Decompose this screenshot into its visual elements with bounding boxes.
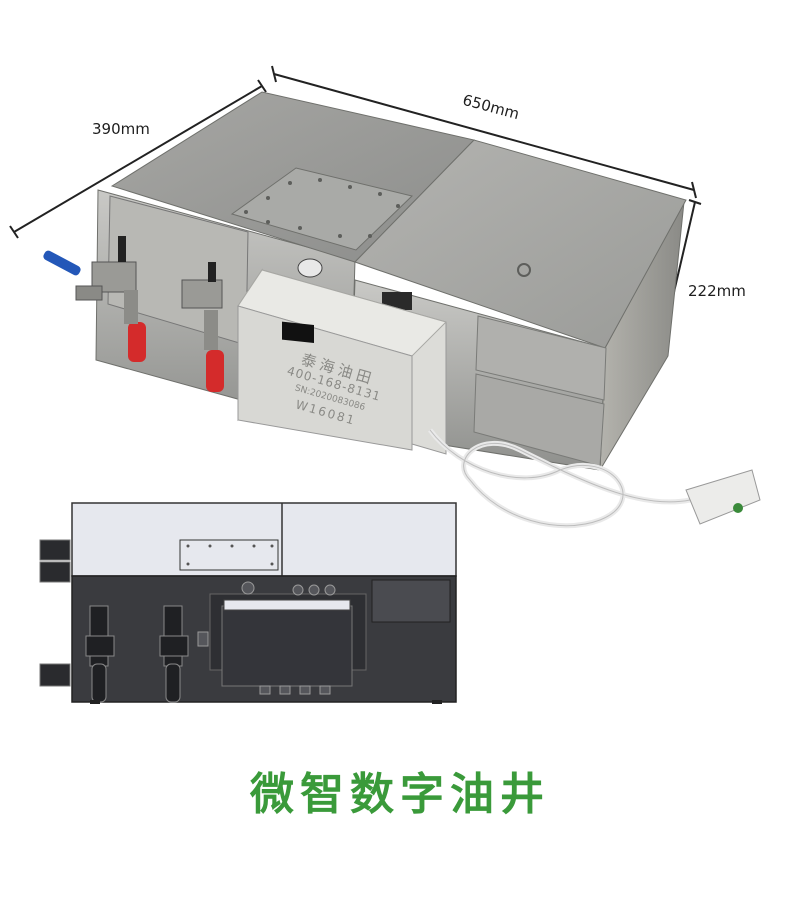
- dim-height-label: 222mm: [688, 282, 746, 300]
- page-title: 微智数字油井: [250, 769, 550, 820]
- clamp-left: [43, 236, 146, 362]
- oil-well-box: [43, 91, 761, 529]
- dim-depth-label: 390mm: [92, 120, 150, 138]
- dimension-lines: [9, 65, 702, 355]
- cad-drawing: [39, 502, 457, 704]
- clamp-right: [181, 262, 224, 392]
